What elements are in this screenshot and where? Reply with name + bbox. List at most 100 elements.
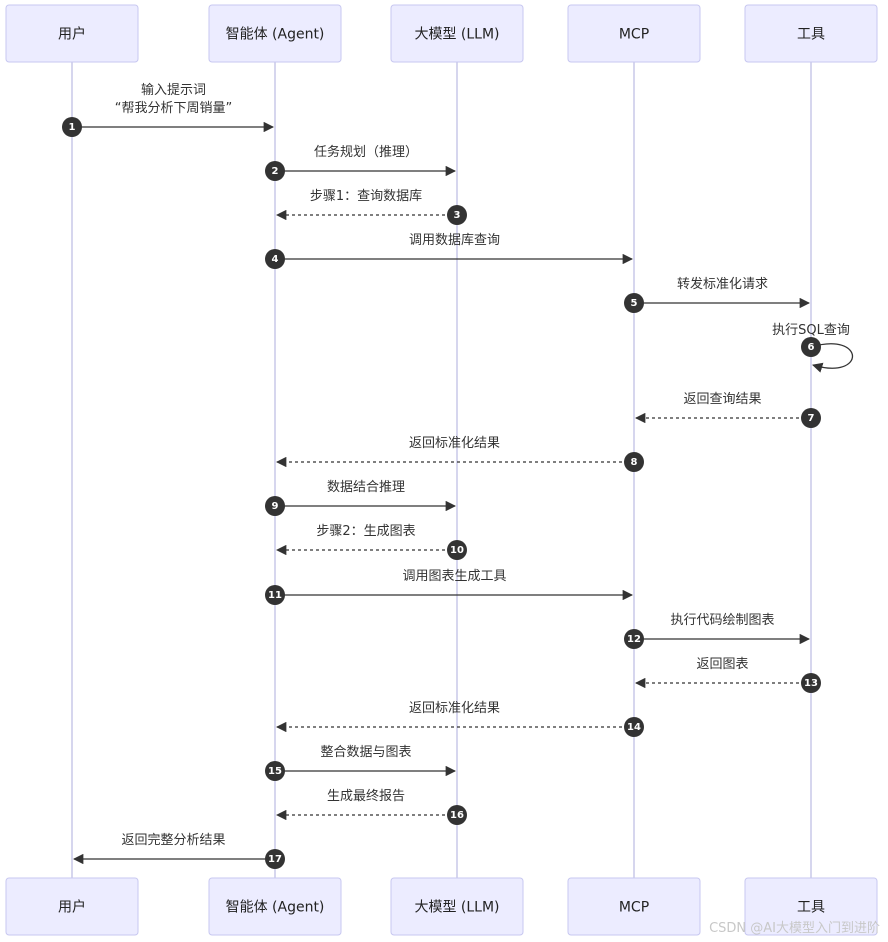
step-number-badge xyxy=(62,117,82,137)
message-label: 转发标准化请求 xyxy=(677,276,768,292)
message-label: 数据结合推理 xyxy=(327,480,405,495)
step-number: 16 xyxy=(450,810,464,821)
message-16: 生成最终报告 16 xyxy=(275,788,467,825)
message-12: 执行代码绘制图表 12 xyxy=(624,613,811,649)
step-number-badge xyxy=(624,717,644,737)
step-number: 2 xyxy=(272,166,279,177)
actor-label: 用户 xyxy=(58,26,86,43)
actor-box xyxy=(567,4,701,63)
watermark: CSDN @AI大模型入门到进阶 xyxy=(709,921,880,936)
message-5: 转发标准化请求 5 xyxy=(624,276,811,313)
message-label: 返回标准化结果 xyxy=(409,701,500,716)
step-number-badge xyxy=(624,293,644,313)
actor-box xyxy=(208,4,342,63)
message-label: 调用数据库查询 xyxy=(409,232,500,248)
message-2: 任务规划（推理） 2 xyxy=(265,144,457,181)
message-label: 返回查询结果 xyxy=(683,392,761,407)
actor-mcp-top: MCP xyxy=(567,4,701,63)
actor-tools-bottom: 工具 xyxy=(744,877,878,936)
actor-footer-row: 用户 智能体 (Agent) 大模型 (LLM) MCP 工具 xyxy=(5,877,878,936)
step-number-badge xyxy=(265,249,285,269)
step-number-badge xyxy=(265,761,285,781)
actor-box xyxy=(208,877,342,936)
actor-label: MCP xyxy=(619,27,649,43)
message-10: 步骤2：生成图表 10 xyxy=(275,524,467,560)
message-17: 返回完整分析结果 17 xyxy=(72,833,285,869)
actor-box xyxy=(390,4,524,63)
step-number: 7 xyxy=(808,413,815,424)
actor-label: 用户 xyxy=(58,899,86,916)
actor-llm-bottom: 大模型 (LLM) xyxy=(390,877,524,936)
step-number: 15 xyxy=(268,766,282,777)
actor-label: 大模型 (LLM) xyxy=(414,27,499,43)
message-7: 返回查询结果 7 xyxy=(634,392,821,428)
message-13: 返回图表 13 xyxy=(634,657,821,693)
message-label: 执行代码绘制图表 xyxy=(670,613,774,628)
step-number-badge xyxy=(265,496,285,516)
step-number-badge xyxy=(801,673,821,693)
message-label: 步骤1：查询数据库 xyxy=(310,188,422,204)
actor-label: 智能体 (Agent) xyxy=(226,900,325,916)
step-number: 12 xyxy=(627,634,641,645)
message-label: 生成最终报告 xyxy=(327,788,405,804)
message-1: 输入提示词 “帮我分析下周销量” 1 xyxy=(62,82,275,137)
step-number: 14 xyxy=(627,722,641,733)
step-number-badge xyxy=(447,805,467,825)
message-6: 执行SQL查询 6 xyxy=(772,323,853,373)
actor-box xyxy=(5,877,139,936)
step-number: 5 xyxy=(631,298,638,309)
step-number: 10 xyxy=(450,545,464,556)
step-number: 6 xyxy=(808,342,815,353)
step-number: 3 xyxy=(454,210,461,221)
actor-box xyxy=(5,4,139,63)
message-label: 输入提示词 xyxy=(141,82,206,98)
actor-header-row: 用户 智能体 (Agent) 大模型 (LLM) MCP 工具 xyxy=(5,4,878,63)
actor-box xyxy=(744,877,878,936)
actor-mcp-bottom: MCP xyxy=(567,877,701,936)
step-number: 13 xyxy=(804,678,818,689)
actor-llm-top: 大模型 (LLM) xyxy=(390,4,524,63)
message-14: 返回标准化结果 14 xyxy=(275,701,644,737)
actor-tools-top: 工具 xyxy=(744,4,878,63)
messages: 输入提示词 “帮我分析下周销量” 1 任务规划（推理） 2 步骤1：查询数据库 3 调用数据库… xyxy=(62,82,853,869)
step-number: 1 xyxy=(69,122,76,133)
actor-label: 大模型 (LLM) xyxy=(414,900,499,916)
message-label: 执行SQL查询 xyxy=(772,323,850,338)
step-number-badge xyxy=(624,629,644,649)
step-number-badge xyxy=(624,452,644,472)
actor-box xyxy=(744,4,878,63)
step-number: 8 xyxy=(631,457,638,468)
self-message-arrow xyxy=(810,343,853,373)
actor-label: 工具 xyxy=(797,900,825,916)
message-label: 返回完整分析结果 xyxy=(121,833,225,848)
message-4: 调用数据库查询 4 xyxy=(265,232,634,269)
actor-label: 工具 xyxy=(797,27,825,43)
lifelines xyxy=(71,62,812,878)
step-number-badge xyxy=(265,161,285,181)
message-label: 任务规划（推理） xyxy=(314,144,418,160)
message-label: “帮我分析下周销量” xyxy=(115,101,232,116)
step-number-badge xyxy=(265,849,285,869)
actor-user-top: 用户 xyxy=(5,4,139,63)
message-label: 调用图表生成工具 xyxy=(402,569,506,584)
step-number: 4 xyxy=(272,254,279,265)
actor-agent-top: 智能体 (Agent) xyxy=(208,4,342,63)
step-number-badge xyxy=(265,585,285,605)
message-3: 步骤1：查询数据库 3 xyxy=(275,188,467,225)
message-11: 调用图表生成工具 11 xyxy=(265,569,634,605)
step-number-badge xyxy=(801,408,821,428)
actor-agent-bottom: 智能体 (Agent) xyxy=(208,877,342,936)
step-number: 17 xyxy=(268,854,282,865)
message-label: 步骤2：生成图表 xyxy=(316,524,415,539)
message-label: 整合数据与图表 xyxy=(320,745,411,760)
step-number: 11 xyxy=(268,590,282,601)
message-label: 返回图表 xyxy=(696,657,748,672)
step-number-badge xyxy=(447,205,467,225)
actor-label: 智能体 (Agent) xyxy=(226,27,325,43)
step-number: 9 xyxy=(272,501,279,512)
step-number-badge xyxy=(447,540,467,560)
actor-box xyxy=(567,877,701,936)
message-9: 数据结合推理 9 xyxy=(265,480,457,516)
